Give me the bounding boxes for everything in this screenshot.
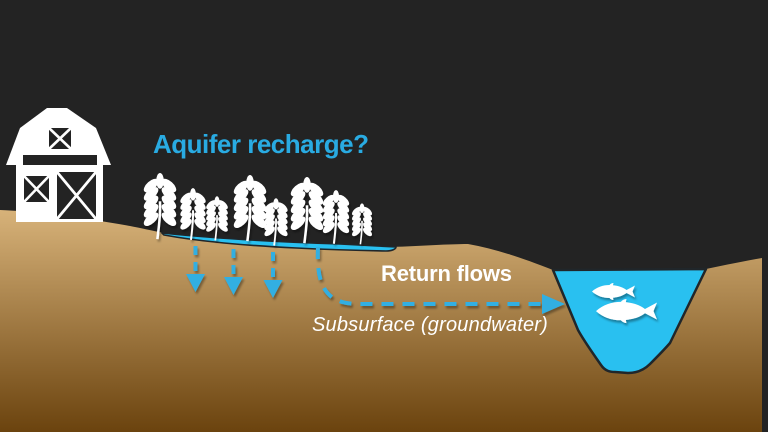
river-water [551,267,708,375]
subsurface-groundwater-label: Subsurface (groundwater) [312,314,549,336]
ground [0,210,762,432]
down-arrow-icon [186,246,283,298]
aquifer-recharge-label: Aquifer recharge? [153,129,369,159]
return-flows-label: Return flows [381,261,512,286]
barn-icon [6,108,111,222]
irrigation-water-strip [161,232,397,252]
curved-dashed-arrow-icon [315,246,565,314]
